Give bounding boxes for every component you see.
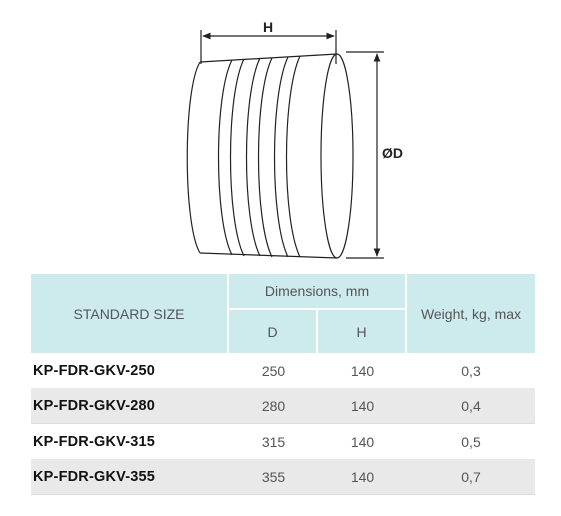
weight-cell: 0,4 [407, 388, 535, 424]
d-cell: 355 [229, 459, 318, 495]
h-cell: 140 [318, 459, 407, 495]
model-cell: KP-FDR-GKV-250 [31, 353, 229, 388]
coupling-top-edge [199, 53, 338, 63]
model-cell: KP-FDR-GKV-280 [31, 388, 229, 424]
ring-2 [229, 58, 245, 257]
ring-5 [273, 56, 289, 258]
weight-cell: 0,7 [407, 459, 535, 495]
d-cell: 315 [229, 424, 318, 459]
h-label: H [263, 19, 273, 35]
table-row: KP-FDR-GKV-355 355 140 0,7 [31, 459, 535, 495]
coupling-left-end [186, 61, 201, 254]
d-label: ØD [382, 145, 403, 161]
ring-4 [257, 57, 273, 258]
header-h: H [318, 310, 407, 353]
d-cell: 280 [229, 388, 318, 424]
table-row: KP-FDR-GKV-250 250 140 0,3 [31, 353, 535, 388]
h-cell: 140 [318, 353, 407, 388]
header-standard-size: STANDARD SIZE [31, 274, 229, 353]
model-cell: KP-FDR-GKV-355 [31, 459, 229, 495]
table-row: KP-FDR-GKV-280 280 140 0,4 [31, 388, 535, 424]
model-cell: KP-FDR-GKV-315 [31, 424, 229, 459]
header-dimensions: Dimensions, mm [229, 274, 407, 310]
weight-cell: 0,3 [407, 353, 535, 388]
coupling-right-face [320, 53, 354, 259]
header-d: D [229, 310, 318, 353]
specification-table: STANDARD SIZE Dimensions, mm Weight, kg,… [31, 274, 535, 495]
coupling-drawing: H ØD [186, 19, 403, 259]
d-cell: 250 [229, 353, 318, 388]
h-cell: 140 [318, 388, 407, 424]
table-row: KP-FDR-GKV-315 315 140 0,5 [31, 424, 535, 459]
weight-cell: 0,5 [407, 424, 535, 459]
ring-1 [217, 59, 233, 256]
ring-3 [245, 57, 261, 257]
header-weight: Weight, kg, max [407, 274, 535, 353]
coupling-bottom-edge [199, 252, 338, 259]
h-cell: 140 [318, 424, 407, 459]
ring-6 [285, 55, 301, 258]
